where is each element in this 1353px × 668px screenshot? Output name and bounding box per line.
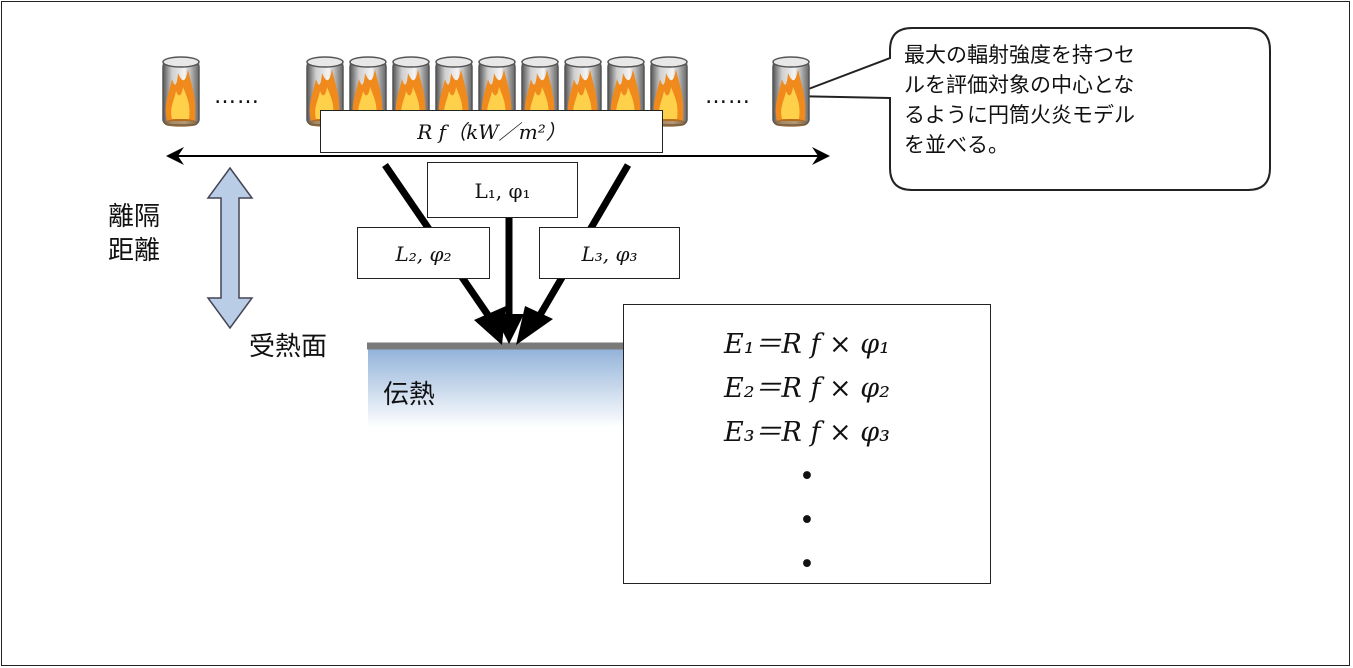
- source-emissive-power-box: R f（kW／m²）: [320, 110, 663, 153]
- equation-box: E₁＝R f × φ₁ E₂＝R f × φ₂ E₃＝R f × φ₃ • • …: [623, 304, 991, 584]
- heat-transfer-label: 伝熱: [383, 380, 436, 410]
- vertical-ellipsis-dot: •: [799, 549, 815, 580]
- path-label-2: L₂, φ₂: [357, 227, 490, 279]
- ellipsis-left: ……: [214, 84, 260, 109]
- equation-line: E₃＝R f × φ₃: [724, 417, 890, 448]
- heat-transfer-region: [368, 346, 624, 428]
- distance-label-line: 距離: [108, 236, 161, 266]
- vertical-ellipsis-dot: •: [799, 505, 815, 536]
- flame-cylinder-icon: [772, 56, 810, 128]
- distance-label-line: 離隔: [108, 202, 161, 232]
- flame-cylinder-icon: [162, 56, 200, 128]
- separation-distance-label: 離隔 距離: [108, 200, 160, 268]
- path-label-3: L₃, φ₃: [539, 227, 680, 279]
- equation-line: E₂＝R f × φ₂: [724, 373, 890, 404]
- separation-distance-arrow: [206, 166, 254, 330]
- callout-line: 最大の輻射強度を持つセ: [904, 43, 1135, 67]
- ellipsis-right: ……: [705, 84, 751, 109]
- callout-bubble: [789, 27, 1271, 191]
- callout-line: を並べる。: [904, 133, 1009, 157]
- callout-line: るように円筒火炎モデル: [904, 103, 1135, 127]
- receiving-surface-label: 受熱面: [249, 332, 328, 362]
- equation-line: E₁＝R f × φ₁: [724, 329, 890, 360]
- path-label-1: L₁, φ₁: [427, 162, 578, 218]
- vertical-ellipsis-dot: •: [799, 461, 815, 492]
- callout-line: ルを評価対象の中心とな: [904, 73, 1135, 97]
- callout-text: 最大の輻射強度を持つセ ルを評価対象の中心とな るように円筒火炎モデル を並べる…: [904, 40, 1260, 176]
